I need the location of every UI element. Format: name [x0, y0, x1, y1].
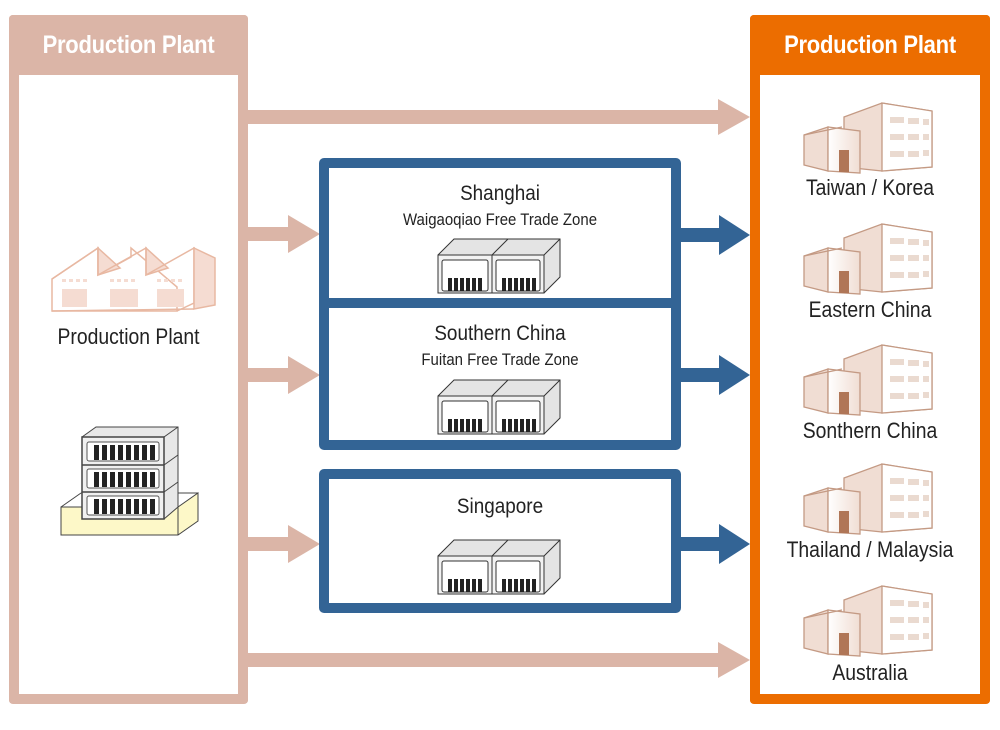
- destination-label: Eastern China: [808, 297, 932, 322]
- destination-label: Australia: [832, 660, 908, 685]
- source-panel: [9, 15, 248, 704]
- building-icon: [803, 102, 933, 174]
- destination-panel-title: Production Plant: [784, 31, 956, 59]
- hub-divider: [319, 298, 681, 308]
- source-panel-title: Production Plant: [42, 31, 215, 59]
- factory-icon: [51, 246, 216, 312]
- warehouse-storage-icon: [437, 539, 561, 595]
- arrow-direct-top: [245, 99, 750, 135]
- arrow-to-southern-china: [245, 356, 320, 394]
- hub-singapore-title: Singapore: [456, 495, 544, 518]
- building-icon: [803, 463, 933, 535]
- source-plant-label: Production Plant: [57, 324, 200, 349]
- destination-label: Sonthern China: [802, 418, 938, 443]
- destination-panel-header: Production Plant: [750, 15, 990, 75]
- warehouse-storage-icon: [437, 379, 561, 435]
- building-icon: [803, 585, 933, 657]
- building-icon: [803, 223, 933, 295]
- hub-shanghai-title: Shanghai: [460, 182, 540, 205]
- source-panel-header: Production Plant: [9, 15, 248, 75]
- hub-shanghai-subtitle: Waigaoqiao Free Trade Zone: [402, 210, 598, 229]
- arrow-direct-bottom: [245, 642, 750, 678]
- arrow-shanghai-out: [676, 215, 750, 255]
- warehouse-rack-icon: [60, 426, 199, 536]
- destination-label: Taiwan / Korea: [805, 175, 935, 200]
- building-icon: [803, 344, 933, 416]
- hub-southern-china-title: Southern China: [434, 322, 566, 345]
- destination-label: Thailand / Malaysia: [786, 537, 954, 562]
- warehouse-storage-icon: [437, 238, 561, 294]
- arrow-southern-china-out: [676, 355, 750, 395]
- arrow-to-shanghai: [245, 215, 320, 253]
- hub-southern-china-subtitle: Fuitan Free Trade Zone: [421, 350, 579, 369]
- arrow-to-singapore: [245, 525, 320, 563]
- arrow-singapore-out: [676, 524, 750, 564]
